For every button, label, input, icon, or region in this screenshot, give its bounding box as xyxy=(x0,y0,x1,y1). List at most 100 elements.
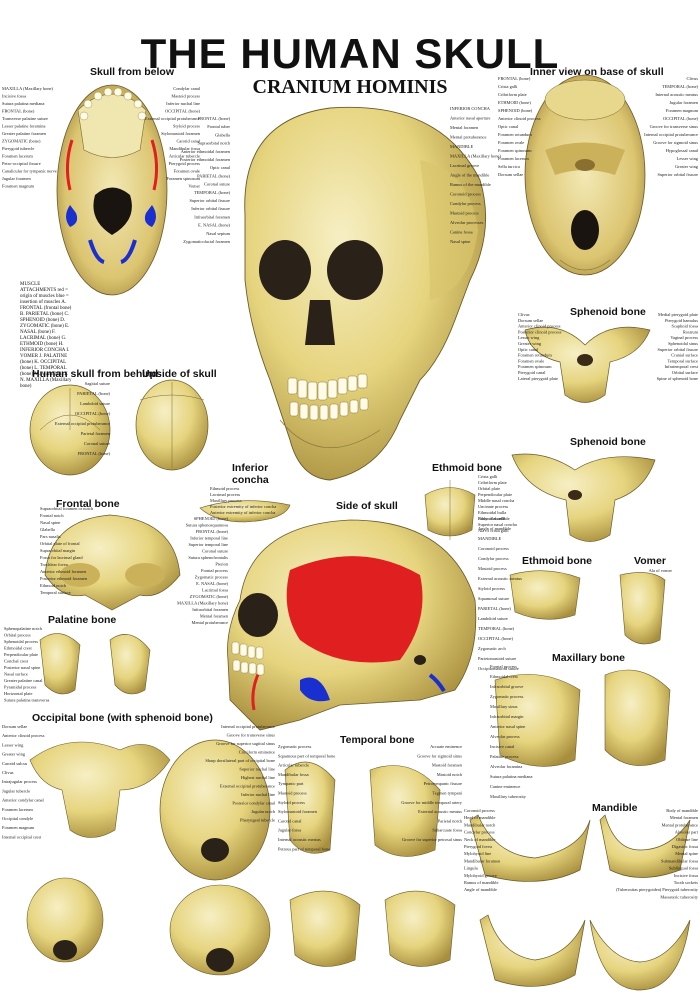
label-occipital: Anterior clinoid process xyxy=(2,733,45,738)
label-maxillary: Palatine process xyxy=(490,754,519,759)
label-below: ZYGOMATIC (bone) xyxy=(2,139,41,144)
heading-occipital: Occipital bone (with sphenoid bone) xyxy=(32,712,213,724)
label-temporal: Mandibular fossa xyxy=(278,772,309,777)
upside-skull-illustration xyxy=(135,379,209,471)
label-vomer: Ala of vomer xyxy=(649,568,673,573)
label-sphenoid: Clivus xyxy=(518,312,530,317)
label-ethmoid: Perpendicular plate xyxy=(478,492,512,497)
legend-muscle-attachments: MUSCLE ATTACHMENTS red = origin of muscl… xyxy=(20,282,72,389)
label-side: Squamosal suture xyxy=(478,596,509,601)
label-mandible: Oblique line xyxy=(676,837,698,842)
label-inner_base: Foramen rotundum xyxy=(498,132,532,137)
heading-skull-from-below: Skull from below xyxy=(90,66,175,78)
label-sphenoid: Pterygoid hamulus xyxy=(665,318,698,323)
heading-sphenoid-1: Sphenoid bone xyxy=(570,306,646,318)
label-temporal: Petrotympanic fissure xyxy=(424,781,462,786)
label-behind: PARIETAL (bone) xyxy=(77,391,110,396)
label-front: Canine fossa xyxy=(450,230,473,235)
label-mandible: (Tuberositas pterygoidea) Pterygoid tube… xyxy=(616,887,699,892)
label-mandible: Mental protuberance xyxy=(662,822,699,827)
label-occipital: Internal occipital crest xyxy=(2,834,42,839)
label-mandible: Masseteric tuberosity xyxy=(660,894,698,899)
label-front: Mastoid process xyxy=(450,211,479,216)
label-side: Angle of mandible xyxy=(478,526,511,531)
label-mandible: Mandibular notch xyxy=(464,822,496,827)
label-sphenoid: Scaphoid fossa xyxy=(672,324,699,329)
label-occipital: Cruciform eminence xyxy=(239,750,275,755)
label-front: PARIETAL (bone) xyxy=(197,173,230,178)
inner-base-illustration xyxy=(524,74,646,276)
label-mandible: Condylar process xyxy=(464,830,495,835)
label-front: Nasal septum xyxy=(206,231,230,236)
label-temporal: Styloid process xyxy=(278,800,305,805)
label-side: MAXILLA (Maxillary bone) xyxy=(177,601,229,606)
side-skull-illustration xyxy=(227,519,477,731)
label-occipital: Pharyngeal tubercle xyxy=(240,818,275,823)
label-front: Glabella xyxy=(215,132,230,137)
label-occipital: Lesser wing xyxy=(2,742,24,747)
label-inner_base: Greater wing xyxy=(675,164,699,169)
label-occipital: Occipital condyle xyxy=(2,816,33,821)
label-occipital: Dorsum sellae xyxy=(2,724,27,729)
ethmoid-1-illustration xyxy=(424,480,476,540)
label-inner_base: Clivus xyxy=(687,76,699,81)
label-maxillary: Canine eminence xyxy=(490,784,520,789)
label-below: Foramen spinosum xyxy=(166,176,200,181)
label-below: Petro-occipital fissure xyxy=(2,161,41,166)
label-behind: Lambdoid suture xyxy=(80,401,110,406)
label-mandible: Digastric fossa xyxy=(672,844,698,849)
label-front: Alveolar processes xyxy=(450,220,484,225)
label-side: Sutura sphenosquamosa xyxy=(186,523,228,528)
label-below: OCCIPITAL (bone) xyxy=(165,109,201,114)
label-side: Coronal suture xyxy=(202,549,228,554)
label-sphenoid: Spine of sphenoid bone xyxy=(657,376,698,381)
label-sphenoid: Optic canal xyxy=(518,347,539,352)
label-front: Lacrimal groove xyxy=(450,163,479,168)
label-concha: Anterior extremity of inferior concha xyxy=(210,510,275,515)
label-inner_base: Lesser wing xyxy=(677,156,699,161)
label-below: Sutura palatina mediana xyxy=(2,101,44,106)
label-below: Articular tubercle xyxy=(169,154,200,159)
label-below: External occipital protuberance xyxy=(145,116,200,121)
label-below: Transverse palatine suture xyxy=(2,116,48,121)
label-maxillary: Alveolar foramina xyxy=(490,764,522,769)
label-inner_base: Foramen lacerum xyxy=(498,156,529,161)
heading-ethmoid-1: Ethmoid bone xyxy=(432,462,502,474)
heading-vomer: Vomer xyxy=(634,555,666,567)
label-frontal: Temporal surface xyxy=(40,590,71,595)
heading-sphenoid-2: Sphenoid bone xyxy=(570,436,646,448)
label-maxillary: Incisive canal xyxy=(490,744,515,749)
label-side: Sutura sphenofrontalis xyxy=(188,555,228,560)
label-side: ZYGOMATIC (bone) xyxy=(190,594,229,599)
label-occipital: Foramen magnum xyxy=(2,825,35,830)
label-front: Anterior ethmoidal foramen xyxy=(181,149,231,154)
label-behind: Coronal suture xyxy=(84,441,110,446)
label-palatine: Greater palatine canal xyxy=(4,678,43,683)
label-occipital: Carotid sulcus xyxy=(2,761,28,766)
label-behind: External occipital protuberance xyxy=(55,421,110,426)
label-front: TEMPORAL (bone) xyxy=(194,190,231,195)
label-inner_base: Jugular foramen xyxy=(669,100,698,105)
label-inner_base: Hypoglossal canal xyxy=(666,148,699,153)
mandible-illustration xyxy=(469,814,691,991)
label-sphenoid: Rostrum xyxy=(683,329,699,334)
label-front: Inferior orbital fissure xyxy=(191,206,230,211)
label-concha: Maxillary process xyxy=(210,498,242,503)
label-sphenoid: Dorsum sellae xyxy=(518,318,543,323)
label-frontal: Pars nasalis xyxy=(40,534,61,539)
label-side: Frontal process xyxy=(201,568,228,573)
label-frontal: Fossa for lacrimal gland xyxy=(40,555,83,560)
label-side: Infraorbital foramen xyxy=(192,607,229,612)
label-side: MANDIBLE xyxy=(478,536,501,541)
label-temporal: Groove for sigmoid sinus xyxy=(417,753,462,758)
label-side: Body of mandible xyxy=(478,516,510,521)
label-mandible: Coronoid process xyxy=(464,808,495,813)
label-sphenoid: Temporal surface xyxy=(667,358,698,363)
label-ethmoid: Middle nasal concha xyxy=(478,498,514,503)
label-front: MAXILLA (Maxillary bone) xyxy=(450,154,502,159)
label-occipital: Sharp dorsilateral part of occipital bon… xyxy=(205,758,275,763)
label-temporal: Mastoid foramen xyxy=(432,763,463,768)
label-below: Foramen ovale xyxy=(174,169,200,174)
label-mandible: Body of mandible xyxy=(666,808,698,813)
